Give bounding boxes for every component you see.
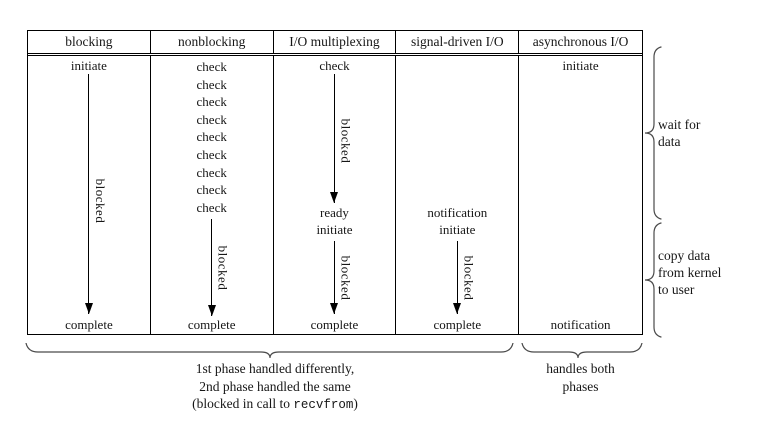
first-phase-caption: 1st phase handled differently, 2nd phase… [95,360,455,415]
column-nonblocking: check check check check check check chec… [151,56,274,334]
check-label: check [196,146,227,162]
header-signal-driven: signal-driven I/O [396,31,520,53]
blocked-label: blocked [338,118,354,164]
check-label: check [196,59,227,74]
handles-both-line2: phases [562,378,599,394]
wait-for-data-label: wait for data [658,116,700,150]
down-arrow [456,241,458,314]
check-label: check [196,164,227,180]
first-phase-line1: 1st phase handled differently, [195,361,355,376]
column-blocking: initiate blocked complete [28,56,151,334]
header-blocking: blocking [28,31,151,53]
check-label: check [196,111,227,127]
header-io-multiplexing: I/O multiplexing [274,31,397,53]
down-arrow [333,74,335,203]
check-list: check check check check check check chec… [151,58,273,216]
copy-data-line1: copy data [658,248,711,263]
header-nonblocking: nonblocking [151,31,274,53]
wait-for-data-line1: wait for [658,117,701,132]
notification-label: notification [427,205,488,220]
wait-for-data-line2: data [658,134,681,149]
first-four-models-brace [25,343,514,359]
handles-both-caption: handles both phases [513,360,648,395]
initiate-label: initiate [316,222,353,237]
initiate-label: initiate [439,222,476,237]
handles-both-line1: handles both [546,361,615,376]
copy-phase-brace [644,222,662,338]
first-phase-line3: (blocked in call to recvfrom) [95,395,455,415]
complete-label: complete [65,317,113,332]
column-asynchronous: initiate notification [519,56,642,334]
wait-phase-brace [644,46,662,220]
check-label: check [196,94,227,110]
check-label: check [196,182,227,198]
complete-label: complete [433,317,482,332]
initiate-label: initiate [562,58,599,73]
copy-data-label: copy data from kernel to user [658,247,721,298]
table-header-row: blocking nonblocking I/O multiplexing si… [28,31,642,56]
blocked-label: blocked [92,178,108,224]
complete-label: complete [310,317,359,332]
check-label: check [319,58,350,73]
copy-data-line3: to user [658,282,695,297]
check-label: check [196,76,227,92]
copy-data-line2: from kernel [658,265,722,280]
first-phase-line3-prefix: (blocked in call to [192,396,294,411]
down-arrow [88,74,90,314]
complete-label: complete [187,317,236,332]
table-body: initiate blocked complete check check ch… [28,56,642,334]
async-model-brace [521,343,643,359]
column-signal-driven: notification initiate blocked complete [396,56,520,334]
io-models-table: blocking nonblocking I/O multiplexing si… [27,30,643,335]
down-arrow [333,241,335,314]
blocked-label: blocked [461,255,477,301]
first-phase-line3-suffix: ) [353,396,358,411]
check-label: check [196,199,227,215]
notification-label: notification [550,317,611,332]
recvfrom-code: recvfrom [293,398,354,412]
blocked-label: blocked [338,255,354,301]
column-io-multiplexing: check blocked ready initiate blocked com… [274,56,397,334]
ready-label: ready [320,205,349,220]
header-asynchronous: asynchronous I/O [532,34,629,49]
first-phase-line2: 2nd phase handled the same [199,378,351,394]
blocked-label: blocked [215,245,231,291]
check-label: check [196,129,227,145]
initiate-label: initiate [70,58,107,73]
down-arrow [211,219,213,316]
